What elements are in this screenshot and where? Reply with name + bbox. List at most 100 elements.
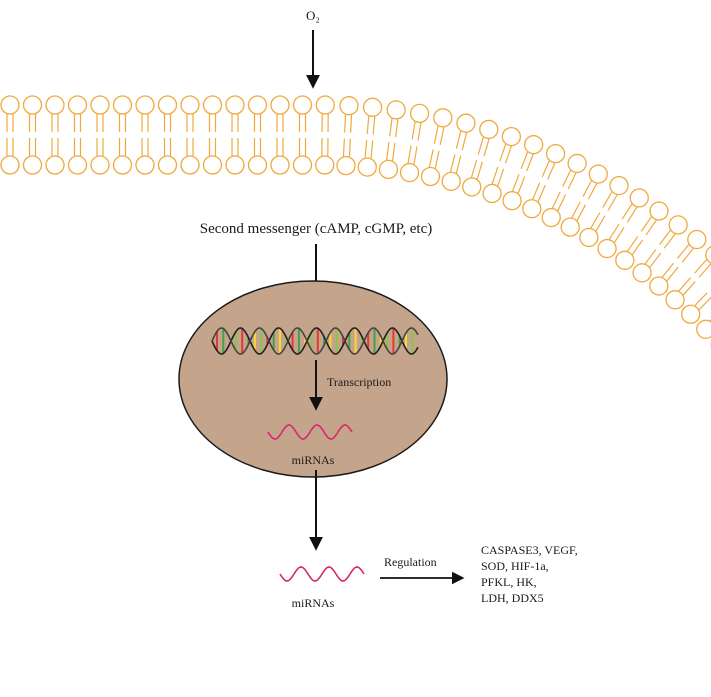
lipid-tail	[698, 263, 711, 278]
lipid-head	[409, 103, 430, 124]
lipid-head	[541, 207, 561, 228]
lipid-tail	[449, 154, 456, 173]
lipid-tail	[433, 125, 439, 144]
transcription-label: Transcription	[327, 375, 391, 389]
lipid-head	[609, 175, 629, 196]
lipid-tail	[557, 194, 567, 211]
lipid-tail	[590, 212, 601, 229]
lipid-head	[567, 153, 587, 174]
dna-double-helix-icon	[211, 327, 419, 355]
lipid-head	[629, 188, 649, 208]
lipid-tail	[587, 183, 598, 200]
lipid-head	[292, 155, 313, 175]
lipid-head	[225, 155, 245, 175]
lipid-tail	[567, 172, 577, 190]
dna-strand	[211, 327, 419, 355]
lipid-head	[665, 290, 685, 310]
lipid-head	[67, 95, 88, 115]
target-line-3: PFKL, HK,	[481, 575, 537, 589]
lipid-tail	[681, 248, 694, 263]
lipid-head	[180, 95, 200, 115]
lipid-head	[522, 199, 542, 219]
lipid-tail	[477, 137, 484, 155]
lipid-head	[67, 155, 88, 175]
lipid-tail	[348, 138, 351, 157]
lipid-head	[545, 143, 566, 164]
rna-wave-icon	[279, 566, 365, 582]
lipid-head	[456, 113, 476, 133]
nucleus	[178, 280, 448, 478]
lipid-tail	[395, 119, 399, 138]
lipid-tail	[631, 239, 644, 255]
lipid-head	[433, 108, 453, 128]
lipid-tail	[499, 143, 507, 162]
target-line-1: CASPASE3, VEGF,	[481, 543, 578, 557]
lipid-head	[22, 95, 43, 115]
lipid-head	[180, 155, 200, 175]
lipid-tail	[602, 191, 613, 208]
lipid-head	[362, 97, 383, 117]
lipid-head	[157, 95, 178, 115]
lipid-tail	[621, 203, 633, 220]
lipid-tail	[608, 223, 620, 240]
lipid-tail	[391, 142, 396, 161]
lipid-head	[90, 95, 110, 115]
lipid-tail	[483, 138, 490, 157]
lipid-tail	[366, 115, 370, 135]
lipid-tail	[644, 249, 657, 265]
lipid-head	[579, 227, 599, 248]
lipid-head	[597, 238, 617, 259]
lipid-tail	[640, 216, 652, 232]
lipid-tail	[517, 176, 526, 194]
lipid-head	[339, 96, 359, 116]
lipid-head	[135, 95, 155, 115]
lipid-tail	[470, 160, 478, 178]
lipid-tail	[461, 132, 468, 151]
lipid-tail	[678, 277, 692, 292]
lipid-head	[681, 304, 701, 324]
lipid-head	[22, 155, 43, 175]
lipid-head	[270, 155, 290, 175]
lipid-tail	[626, 236, 639, 252]
target-line-2: SOD, HIF-1a,	[481, 559, 549, 573]
lipid-tail	[455, 155, 462, 174]
lipid-tail	[613, 227, 625, 243]
lipid-tail	[511, 174, 520, 192]
lipid-head	[649, 201, 669, 221]
lipid-tail	[413, 146, 418, 165]
lipid-head	[560, 217, 580, 237]
lipid-head	[523, 135, 544, 155]
lipid-head	[399, 162, 420, 183]
lipid-tail	[407, 145, 412, 164]
lipid-tail	[607, 194, 618, 211]
lipid-tail	[576, 204, 587, 221]
lipid-tail	[428, 149, 434, 168]
lipid-head	[386, 100, 406, 120]
lipid-head	[225, 95, 245, 115]
cell-membrane-bilayer	[0, 95, 711, 348]
lipid-head	[247, 155, 268, 175]
lipid-head	[0, 155, 20, 175]
lipid-head	[462, 177, 482, 197]
lipid-head	[45, 95, 65, 115]
lipid-head	[270, 95, 290, 115]
lipid-tail	[372, 116, 376, 135]
lipid-tail	[342, 138, 345, 157]
dna-strand	[211, 327, 419, 355]
lipid-head	[202, 155, 223, 175]
lipid-tail	[659, 229, 671, 246]
lipid-tail	[698, 296, 711, 311]
lipid-tail	[439, 127, 445, 145]
lipid-tail	[389, 118, 393, 137]
second-messenger-label: Second messenger (cAMP, cGMP, etc)	[200, 221, 432, 237]
lipid-tail	[682, 281, 696, 296]
lipid-head	[315, 95, 335, 115]
rna-wave-icon	[267, 424, 353, 440]
lipid-tail	[676, 244, 690, 259]
lipid-head	[632, 263, 652, 283]
lipid-tail	[476, 161, 483, 180]
lipid-tail	[344, 114, 347, 133]
lipid-head	[45, 155, 65, 175]
lipid-head	[357, 157, 377, 177]
lipid-head	[0, 95, 20, 115]
